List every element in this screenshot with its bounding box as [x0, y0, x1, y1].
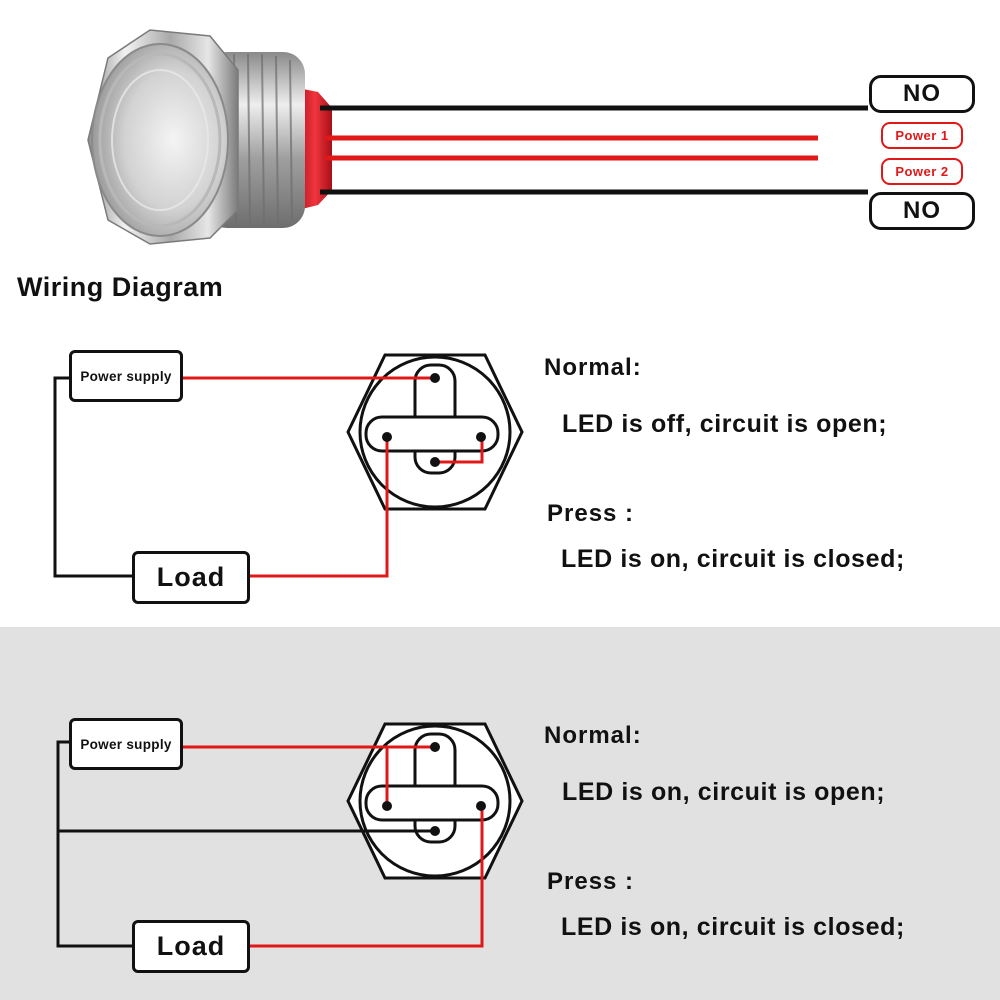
d1-dot-bottom: [430, 457, 440, 467]
d2-press-text: LED is on, circuit is closed;: [561, 913, 905, 941]
push-button-illustration: [87, 29, 332, 245]
d2-dot-top: [430, 742, 440, 752]
wire-tag-power-2: Power 2: [881, 158, 963, 185]
d1-power-supply-box: Power supply: [69, 350, 183, 402]
wire-tag-power-1: Power 1: [881, 122, 963, 149]
d2-dot-bottom: [430, 826, 440, 836]
d1-red-wire-led: [435, 440, 484, 464]
diagram-1-wiring: [53, 353, 524, 578]
d1-black-wire: [53, 376, 135, 578]
diagram-title: Wiring Diagram: [17, 272, 224, 302]
d1-press-label: Press :: [547, 500, 635, 527]
d2-dot-right: [476, 801, 486, 811]
wire-tag-no-top: NO: [869, 75, 975, 113]
d1-horizontal-terminal: [364, 415, 500, 453]
d2-horizontal-terminal: [364, 784, 500, 822]
d2-press-label: Press :: [547, 868, 635, 895]
d2-normal-label: Normal:: [544, 722, 642, 749]
d2-power-supply-box: Power supply: [69, 718, 183, 770]
top-wires: [320, 105, 868, 195]
d2-black-wire-outer: [56, 740, 135, 948]
red-connector-block: [298, 88, 332, 210]
d1-load-box: Load: [132, 551, 250, 604]
d1-dot-top: [430, 373, 440, 383]
d1-normal-text: LED is off, circuit is open;: [562, 410, 888, 438]
d1-red-wire-load: [248, 440, 389, 578]
d1-press-text: LED is on, circuit is closed;: [561, 545, 905, 573]
d2-dot-left: [382, 801, 392, 811]
d1-dot-left: [382, 432, 392, 442]
d1-normal-label: Normal:: [544, 354, 642, 381]
wire-tag-no-bottom: NO: [869, 192, 975, 230]
d2-red-wire-load: [248, 806, 484, 948]
d2-load-box: Load: [132, 920, 250, 973]
d2-normal-text: LED is on, circuit is open;: [562, 778, 886, 806]
d1-dot-right: [476, 432, 486, 442]
led-ring: [98, 52, 222, 228]
diagram-2-wiring: [56, 722, 524, 948]
